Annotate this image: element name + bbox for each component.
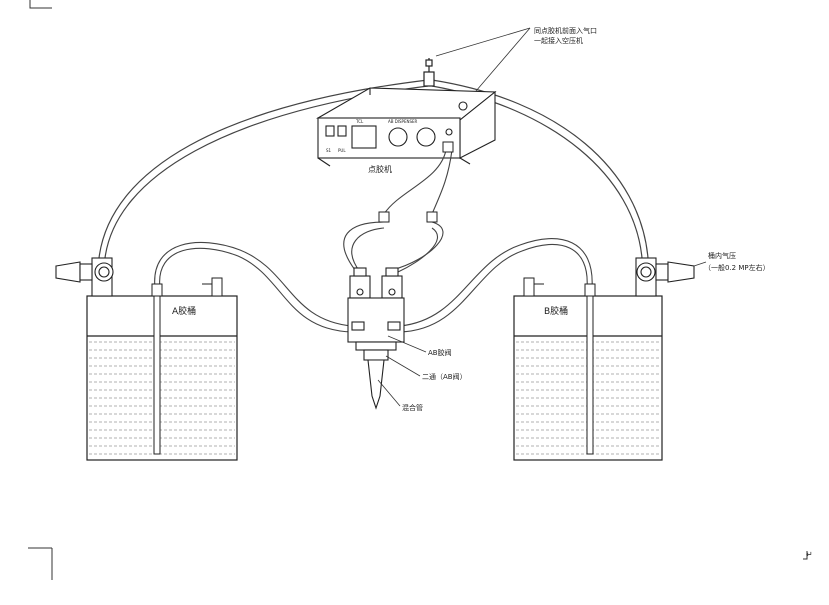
tank-a-regulator: [55, 257, 114, 297]
dispenser-machine: [315, 87, 497, 167]
dispenser-switch-1: S1: [326, 148, 332, 153]
two-way-label: 二通（AB阀）: [422, 372, 467, 381]
mixing-tube: [367, 359, 385, 410]
tank-a-dip-tube: [151, 277, 223, 455]
mixing-tube-label: 混合管: [402, 403, 423, 412]
tank-b-regulator: [635, 257, 695, 297]
tank-pressure-leader: [693, 261, 707, 267]
tank-a: [86, 295, 238, 461]
air-inlet-label-line2: 一起接入空压机: [534, 36, 583, 45]
dispenser-brand: TCL: [355, 119, 364, 124]
air-inlet-leaders: [435, 27, 531, 99]
top-tee-connector: [423, 58, 435, 87]
page-corner-marks: [28, 0, 808, 580]
ab-valve: [347, 267, 405, 361]
dispenser-label: 点胶机: [368, 164, 392, 174]
tank-a-label: A胶桶: [172, 305, 196, 317]
tank-pressure-label-line2: （一般0.2 MP左右）: [704, 263, 770, 272]
paragraph-mark: ↵: [806, 550, 813, 559]
material-hoses: [154, 238, 593, 333]
tank-b-label: B胶桶: [544, 305, 568, 317]
tank-pressure-label-line1: 桶内气压: [708, 251, 736, 260]
dispenser-panel-title: AB DISPENSER: [388, 119, 418, 124]
tank-a-liquid-hatch: [89, 341, 235, 455]
ab-valve-label: AB胶阀: [428, 348, 452, 357]
valve-leaders: [377, 335, 427, 407]
air-inlet-label-line1: 同点胶机前面入气口: [534, 26, 597, 35]
dispenser-switch-2: PUL: [338, 148, 346, 153]
dispenser-control-hoses: [343, 149, 453, 273]
tank-b-dip-tube: [523, 277, 596, 455]
hose-fittings: [378, 141, 454, 223]
